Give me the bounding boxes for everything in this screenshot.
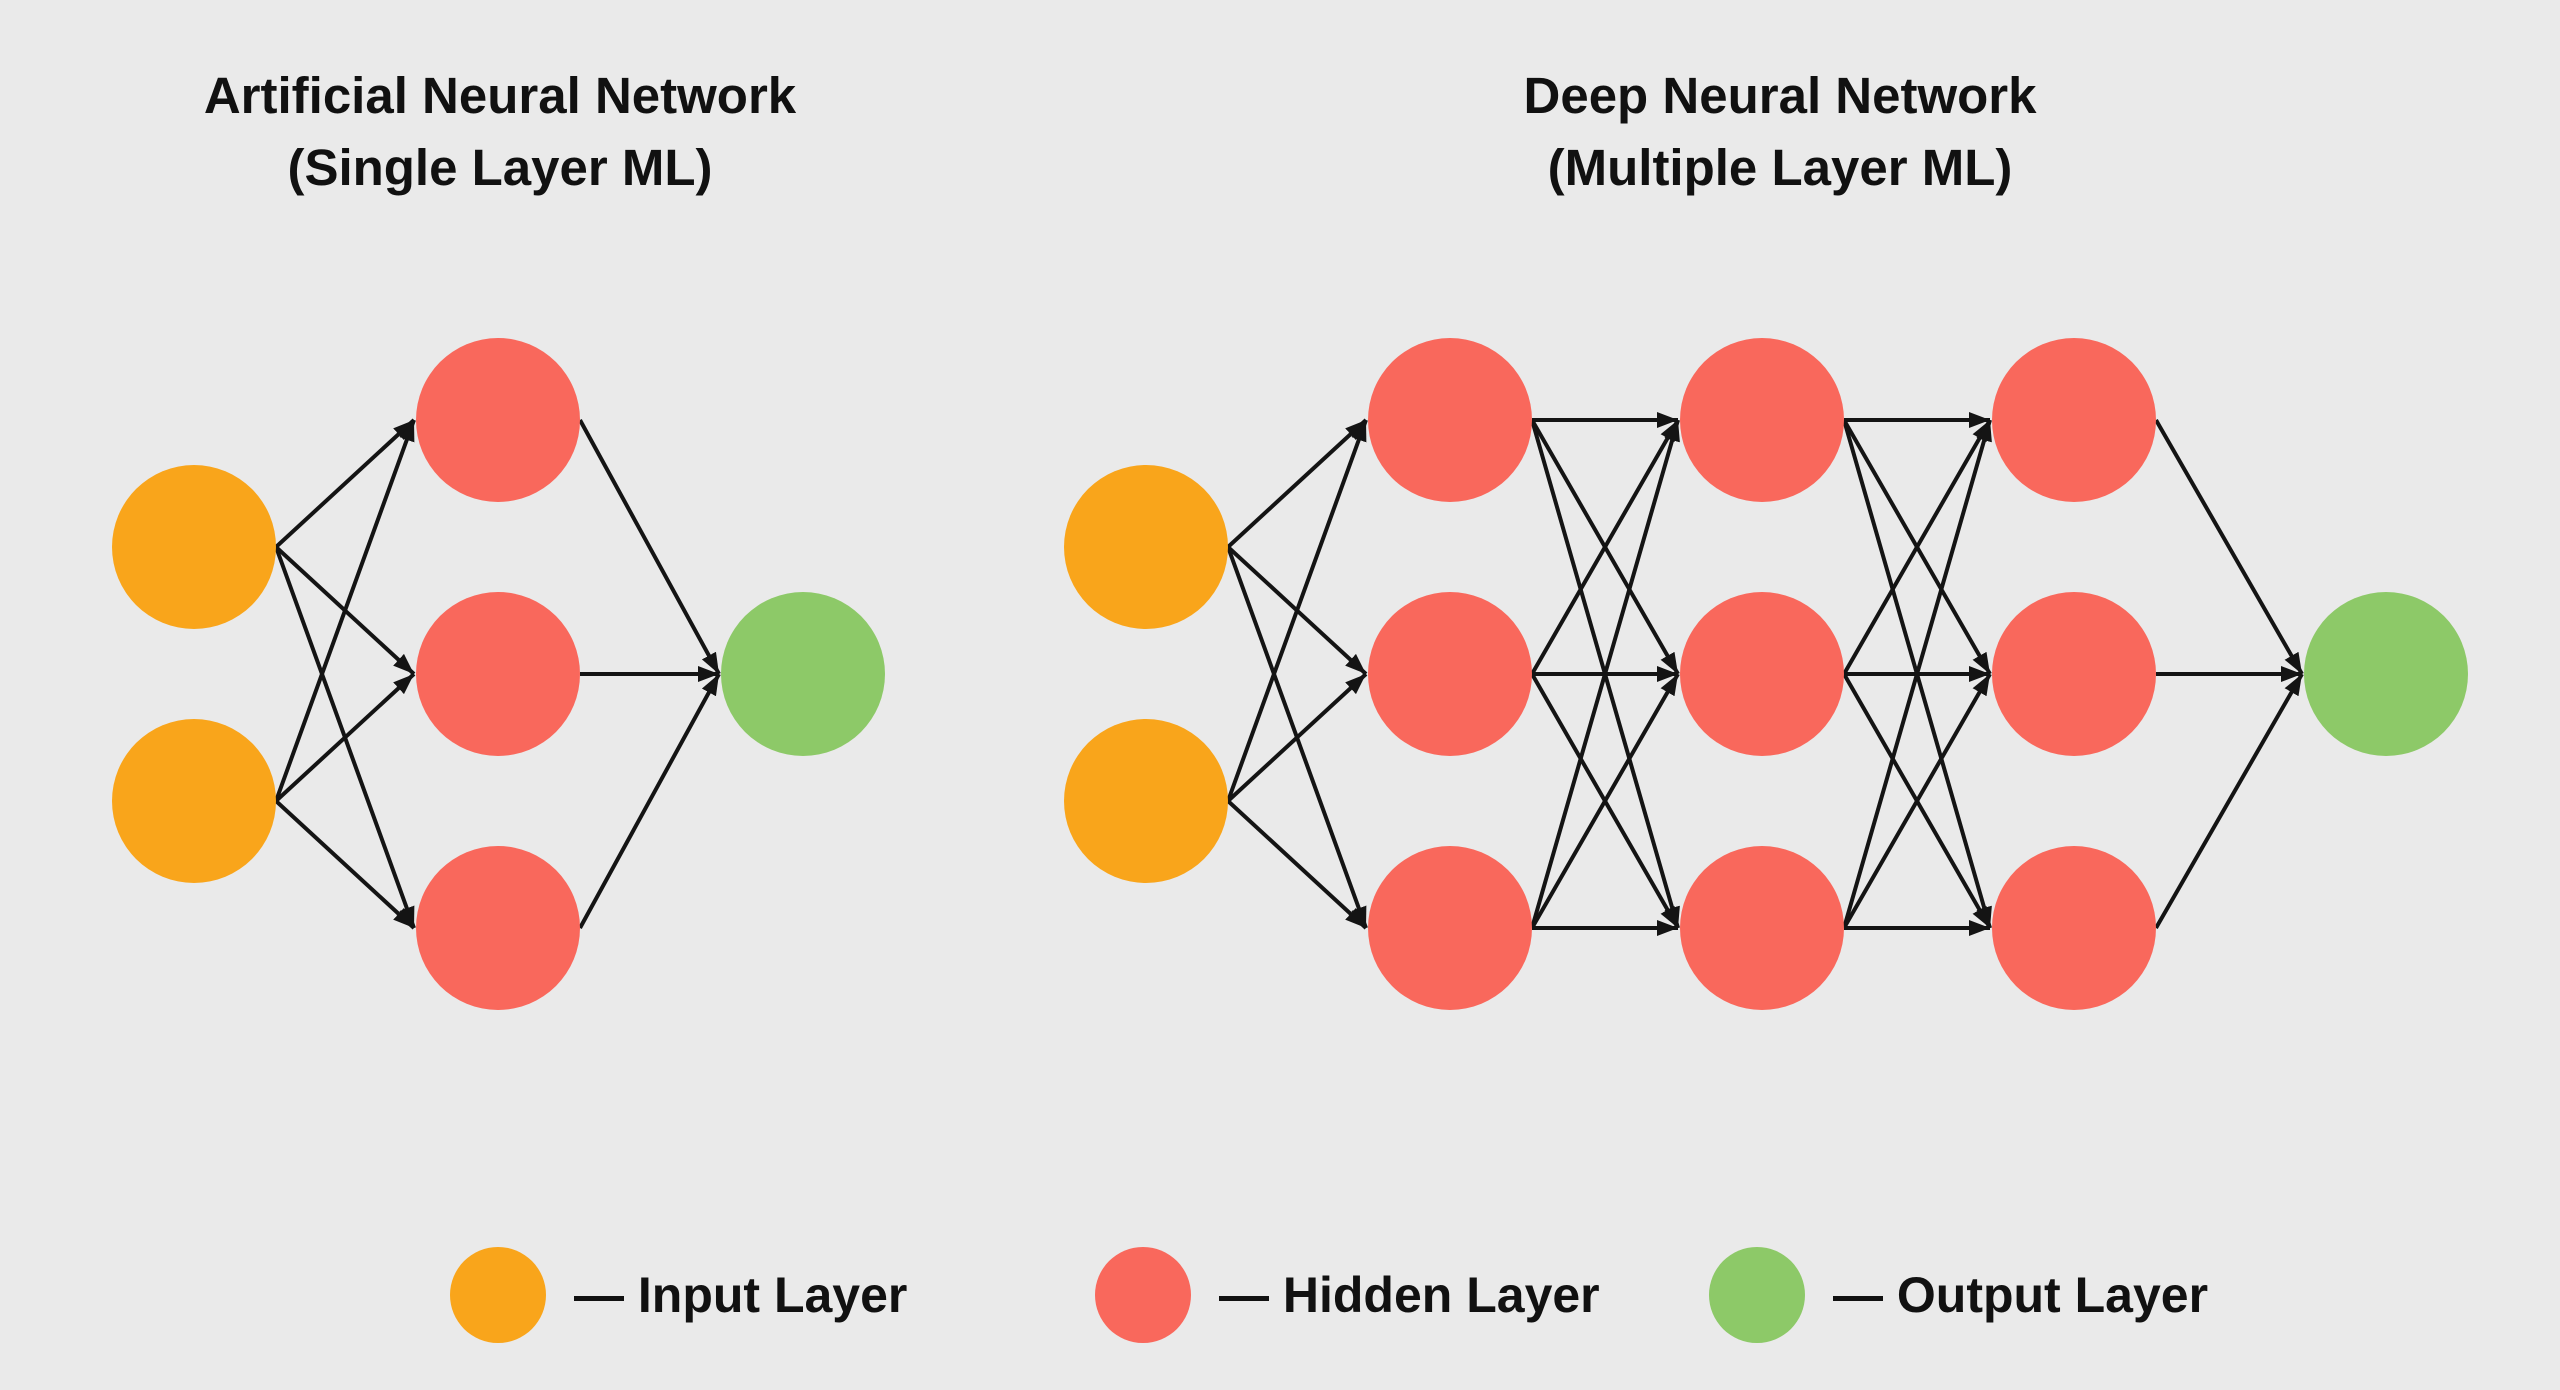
ann-edge-l0n1-to-l1n0 — [274, 419, 416, 802]
ann-title: Artificial Neural Network (Single Layer … — [204, 60, 796, 204]
dnn-hidden-node-l3n0 — [1992, 338, 2156, 502]
ann-title-line2: (Single Layer ML) — [287, 139, 713, 196]
dnn-input-node-l0n0 — [1064, 465, 1228, 629]
dnn-edge-l0n0-to-l1n0 — [1226, 418, 1368, 549]
dnn-input-node-l0n1 — [1064, 719, 1228, 883]
dnn-hidden-node-l2n1 — [1680, 592, 1844, 756]
dnn-edge-l0n1-to-l1n2 — [1226, 799, 1368, 930]
legend-output-circle — [1709, 1247, 1805, 1343]
ann-input-node-l0n0 — [112, 465, 276, 629]
dnn-edge-l3n2-to-l4n0 — [2154, 673, 2304, 929]
dnn-title-line2: (Multiple Layer ML) — [1547, 139, 2013, 196]
dnn-edge-l2n2-to-l3n1 — [1842, 673, 1992, 929]
dnn-hidden-node-l2n2 — [1680, 846, 1844, 1010]
legend-label-hidden: — Hidden Layer — [1219, 1267, 1600, 1323]
dnn-hidden-node-l1n0 — [1368, 338, 1532, 502]
dnn-edge-l1n1-to-l2n0 — [1530, 419, 1680, 675]
dnn-edge-l0n1-to-l1n1 — [1226, 672, 1368, 803]
legend-hidden-circle — [1095, 1247, 1191, 1343]
dnn-output-node-l4n0 — [2304, 592, 2468, 756]
legend-label-output: — Output Layer — [1833, 1267, 2209, 1323]
ann-hidden-node-l1n1 — [416, 592, 580, 756]
ann-edge-l1n2-to-l2n0 — [578, 673, 721, 929]
dnn-hidden-node-l1n1 — [1368, 592, 1532, 756]
ann-edge-l0n0-to-l1n0 — [274, 418, 416, 549]
dnn-edge-l2n2-to-l3n0 — [1842, 419, 1992, 929]
ann-edge-l0n1-to-l1n2 — [274, 799, 416, 930]
legend-input-circle — [450, 1247, 546, 1343]
ann-input-node-l0n1 — [112, 719, 276, 883]
dnn-edge-l0n1-to-l1n0 — [1226, 419, 1368, 802]
ann-title-line1: Artificial Neural Network — [203, 67, 797, 124]
ann-edge-l0n1-to-l1n1 — [274, 672, 416, 803]
ann-edge-l1n0-to-l2n0 — [578, 419, 721, 675]
dnn-hidden-node-l3n2 — [1992, 846, 2156, 1010]
dnn-hidden-node-l1n2 — [1368, 846, 1532, 1010]
dnn-title-line1: Deep Neural Network — [1523, 67, 2037, 124]
dnn-hidden-node-l3n1 — [1992, 592, 2156, 756]
ann-output-node-l2n0 — [721, 592, 885, 756]
dnn-edge-l3n0-to-l4n0 — [2154, 419, 2304, 675]
ann-hidden-node-l1n2 — [416, 846, 580, 1010]
dnn-title: Deep Neural Network (Multiple Layer ML) — [1524, 60, 2037, 204]
dnn-edge-l1n2-to-l2n1 — [1530, 673, 1680, 929]
dnn-edge-l1n2-to-l2n0 — [1530, 419, 1680, 929]
dnn-hidden-node-l2n0 — [1680, 338, 1844, 502]
dnn-edge-l2n1-to-l3n0 — [1842, 419, 1992, 675]
legend-label-input: — Input Layer — [574, 1267, 908, 1323]
ann-hidden-node-l1n0 — [416, 338, 580, 502]
